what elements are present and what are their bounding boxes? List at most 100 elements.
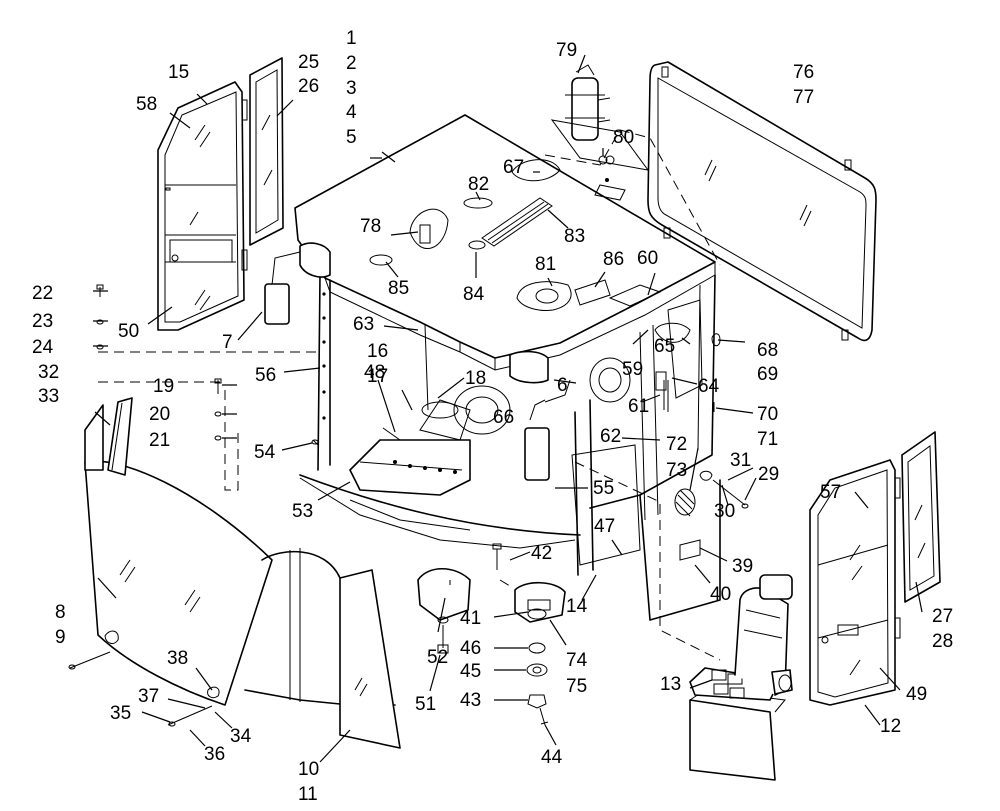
callout-4: 4 [346, 102, 357, 123]
callout-84: 84 [463, 284, 485, 305]
callout-59: 59 [622, 359, 643, 380]
roof-vent-84 [468, 240, 486, 250]
callout-26: 26 [298, 76, 319, 97]
callout-33: 33 [38, 386, 59, 407]
callout-62: 62 [600, 426, 621, 447]
callout-47: 47 [594, 516, 615, 537]
callout-10: 10 [298, 759, 319, 780]
callout-20: 20 [149, 404, 170, 425]
callout-35: 35 [110, 703, 131, 724]
callout-31: 31 [730, 450, 751, 471]
callout-85: 85 [388, 278, 409, 299]
callout-28: 28 [932, 631, 953, 652]
callout-77: 77 [793, 87, 814, 108]
mesh-filter-73 [674, 488, 696, 516]
callout-49: 49 [906, 684, 927, 705]
callout-16: 16 [367, 341, 388, 362]
cab-body [98, 114, 721, 706]
callout-25: 25 [298, 52, 319, 73]
callout-12: 12 [880, 716, 901, 737]
callout-7: 7 [222, 332, 233, 353]
callout-5: 5 [346, 127, 357, 148]
left-door [157, 57, 284, 331]
callout-6: 6 [557, 375, 568, 396]
callout-23: 23 [32, 311, 53, 332]
callout-9: 9 [55, 627, 66, 648]
callout-32: 32 [38, 362, 59, 383]
callout-67: 67 [503, 157, 524, 178]
callout-38: 38 [167, 648, 188, 669]
callout-15: 15 [168, 62, 189, 83]
callout-34: 34 [230, 726, 252, 747]
mirror-right [524, 427, 550, 481]
callout-76: 76 [793, 62, 814, 83]
callout-8: 8 [55, 602, 66, 623]
dome-light-81 [516, 281, 572, 311]
fasteners [68, 155, 749, 727]
callout-46: 46 [460, 638, 481, 659]
callout-19: 19 [153, 376, 174, 397]
callout-29: 29 [758, 464, 779, 485]
callout-68: 68 [757, 340, 778, 361]
callout-39: 39 [732, 556, 753, 577]
callout-22: 22 [32, 283, 53, 304]
callout-74: 74 [566, 650, 588, 671]
callout-21: 21 [149, 430, 170, 451]
callout-83: 83 [564, 226, 585, 247]
rear-window-frame [647, 61, 877, 342]
callout-51: 51 [415, 694, 436, 715]
callout-41: 41 [460, 608, 481, 629]
callout-2: 2 [346, 53, 357, 74]
callout-73: 73 [666, 460, 687, 481]
callout-56: 56 [255, 365, 276, 386]
callout-48: 48 [364, 362, 385, 383]
callout-72: 72 [666, 434, 687, 455]
callout-1: 1 [346, 28, 357, 49]
callout-36: 36 [204, 744, 225, 765]
callout-53: 53 [292, 501, 313, 522]
cab-fan-66 [453, 385, 511, 435]
fire-extinguisher-79 [550, 64, 650, 201]
callout-40: 40 [710, 584, 731, 605]
callout-66: 66 [493, 407, 514, 428]
roof-vent-85 [369, 254, 393, 266]
leader-lines [93, 54, 923, 763]
callout-63: 63 [353, 314, 374, 335]
callout-3: 3 [346, 78, 357, 99]
pillar-holes [322, 292, 326, 420]
callout-60: 60 [637, 248, 658, 269]
callout-43: 43 [460, 690, 481, 711]
callout-52: 52 [427, 647, 448, 668]
callout-50: 50 [118, 321, 139, 342]
callout-13: 13 [660, 674, 681, 695]
callout-24: 24 [32, 337, 54, 358]
callout-11: 11 [298, 784, 318, 805]
callout-57: 57 [820, 482, 841, 503]
callout-65: 65 [654, 336, 675, 357]
callout-58: 58 [136, 94, 157, 115]
callout-55: 55 [593, 478, 614, 499]
callout-86: 86 [603, 249, 624, 270]
callout-61: 61 [628, 396, 649, 417]
callout-80: 80 [613, 127, 634, 148]
callout-82: 82 [468, 174, 489, 195]
callout-14: 14 [566, 596, 588, 617]
callout-78: 78 [360, 216, 381, 237]
callout-70: 70 [757, 404, 778, 425]
callout-45: 45 [460, 661, 481, 682]
roof-vent-82 [463, 197, 493, 209]
callout-17: 17 [367, 366, 388, 387]
callout-54: 54 [254, 442, 276, 463]
callout-71: 71 [757, 429, 778, 450]
right-door [809, 431, 941, 706]
callout-64: 64 [698, 376, 720, 397]
callout-18: 18 [465, 368, 486, 389]
callout-27: 27 [932, 606, 953, 627]
callout-37: 37 [138, 686, 159, 707]
callout-69: 69 [757, 364, 778, 385]
callout-labels: 1 2 3 4 5 6 7 8 9 10 11 12 13 14 15 16 1… [32, 28, 953, 805]
callout-81: 81 [535, 254, 556, 275]
mirror-left-7 [264, 283, 290, 325]
windshield-8 [84, 397, 401, 749]
